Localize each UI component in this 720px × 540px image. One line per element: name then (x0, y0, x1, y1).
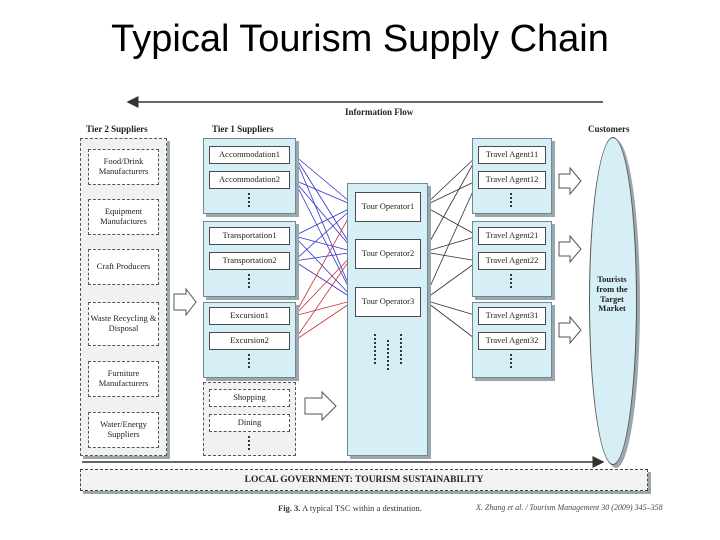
excursion-1: Excursion1 (209, 307, 290, 325)
dining-box: Dining (209, 414, 290, 432)
customers-header: Customers (588, 124, 630, 134)
tier2-water-energy: Water/Energy Suppliers (88, 412, 159, 448)
agents1-to-customers-arrow (558, 166, 582, 196)
agents2-to-customers-arrow (558, 234, 582, 264)
travel-agent-12: Travel Agent12 (478, 171, 546, 189)
agents-2-more (510, 274, 516, 288)
travel-agent-32: Travel Agent32 (478, 332, 546, 350)
local-government-bar: LOCAL GOVERNMENT: TOURISM SUSTAINABILITY (80, 469, 648, 491)
transportation-2: Transportation2 (209, 252, 290, 270)
accommodation-1: Accommodation1 (209, 146, 290, 164)
operators-more-a (374, 334, 380, 364)
tier2-header: Tier 2 Suppliers (86, 124, 148, 134)
operators-panel (347, 183, 428, 456)
tourists-label: Tourists from the Target Market (596, 274, 628, 314)
travel-agent-22: Travel Agent22 (478, 252, 546, 270)
tier2-furniture: Furniture Manufacturers (88, 361, 159, 397)
tier2-food-drink: Food/Drink Manufacturers (88, 149, 159, 185)
figure-caption-text: A typical TSC within a destination. (302, 503, 422, 513)
operators-more-b (387, 340, 393, 370)
customers-ellipse (589, 137, 637, 465)
travel-agent-21: Travel Agent21 (478, 227, 546, 245)
tour-operator-3: Tour Operator3 (355, 287, 421, 317)
agents-1-more (510, 193, 516, 207)
tier2-column (80, 138, 167, 456)
agents-3-more (510, 354, 516, 368)
excursion-2: Excursion2 (209, 332, 290, 350)
tier2-waste: Waste Recycling & Disposal (88, 302, 159, 346)
tier2-to-tier1-arrow (173, 287, 197, 317)
agents3-to-customers-arrow (558, 315, 582, 345)
travel-agent-31: Travel Agent31 (478, 307, 546, 325)
tier2-equipment: Equipment Manufactures (88, 199, 159, 235)
other-more (248, 436, 254, 450)
tour-operator-2: Tour Operator2 (355, 239, 421, 269)
operators-more-c (400, 334, 406, 364)
tier1-header: Tier 1 Suppliers (212, 124, 274, 134)
shopping-box: Shopping (209, 389, 290, 407)
transportation-1: Transportation1 (209, 227, 290, 245)
tour-operator-1: Tour Operator1 (355, 192, 421, 222)
figure-caption: Fig. 3. A typical TSC within a destinati… (278, 503, 422, 513)
transportation-more (248, 274, 254, 288)
information-flow-label: Information Flow (345, 107, 414, 117)
source-citation: X. Zhang et al. / Tourism Management 30 … (476, 503, 663, 512)
tier2-craft: Craft Producers (88, 249, 159, 285)
shopping-to-operators-arrow (304, 390, 337, 422)
accommodation-more (248, 193, 254, 207)
excursion-more (248, 354, 254, 368)
accommodation-2: Accommodation2 (209, 171, 290, 189)
figure-number: Fig. 3. (278, 503, 301, 513)
travel-agent-11: Travel Agent11 (478, 146, 546, 164)
slide-title: Typical Tourism Supply Chain (111, 18, 609, 60)
